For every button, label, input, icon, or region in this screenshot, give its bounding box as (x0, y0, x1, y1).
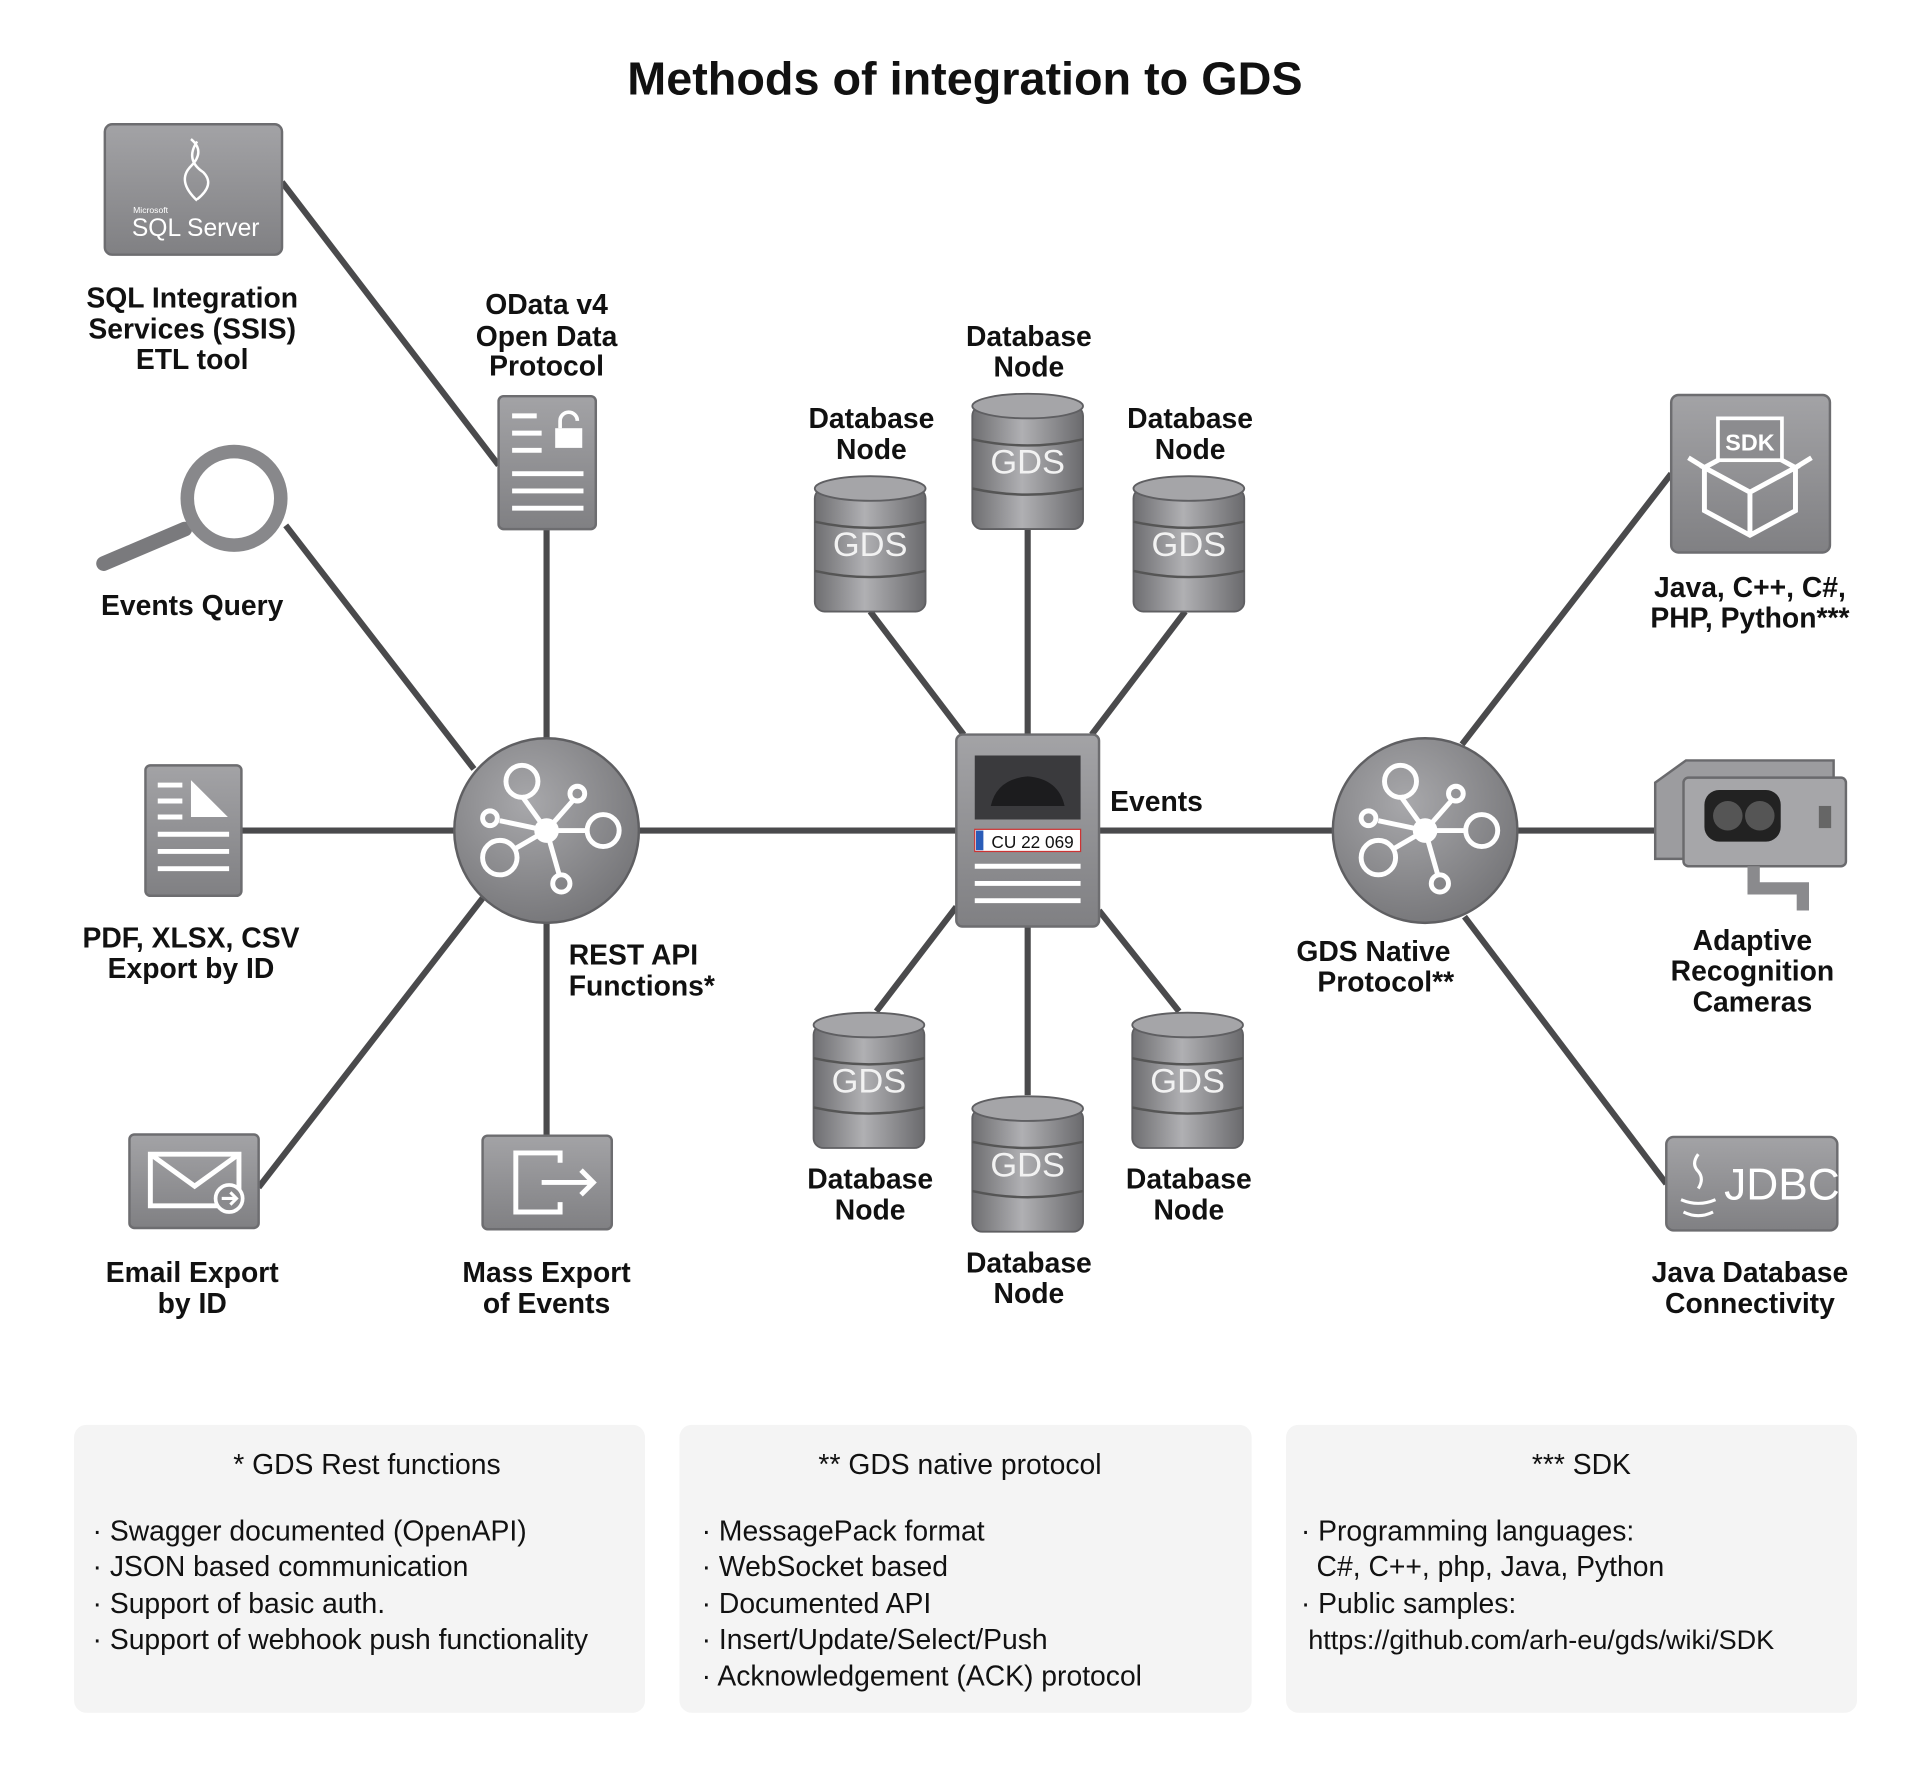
database-node-label: Node (835, 1193, 906, 1225)
database-node-label: Database (966, 320, 1092, 352)
events-query-node: Events Query (96, 444, 288, 621)
native-protocol-label: GDS Native (1296, 935, 1450, 967)
email-export-label: by ID (158, 1287, 227, 1319)
sql-logo-text: SQL Server (132, 215, 260, 242)
gds-badge: GDS (833, 526, 908, 564)
jdbc-node: JDBC Java Database Connectivity (1652, 1135, 1849, 1319)
events-query-label: Events Query (101, 589, 284, 621)
sdk-label: PHP, Python*** (1650, 602, 1849, 634)
rest-api-label: Functions* (569, 969, 715, 1001)
camera-label: Cameras (1693, 985, 1813, 1017)
sql-label: SQL Integration (86, 282, 298, 314)
info-box-line: · MessagePack format (702, 1515, 985, 1547)
camera-label: Adaptive (1693, 924, 1813, 956)
sdk-node: SDK Java, C++, C#, PHP, Python*** (1650, 393, 1850, 634)
info-box-line: · Public samples: (1301, 1587, 1516, 1619)
sdk-badge: SDK (1725, 429, 1774, 455)
info-box-rest: * GDS Rest functions · Swagger documente… (74, 1424, 646, 1713)
info-box-line: · Insert/Update/Select/Push (702, 1623, 1048, 1655)
database-node-label: Database (1127, 402, 1253, 434)
page-title: Methods of integration to GDS (627, 53, 1302, 105)
license-plate-text: CU 22 069 (991, 832, 1073, 852)
database-node-label: Node (994, 1277, 1065, 1309)
info-box-line: · Documented API (702, 1587, 932, 1619)
info-box-line: · WebSocket based (702, 1550, 948, 1582)
native-protocol-label: Protocol** (1317, 966, 1454, 998)
sql-label: Services (SSIS) (88, 312, 296, 344)
sql-server-icon (183, 138, 210, 202)
gds-badge: GDS (1150, 1063, 1225, 1101)
info-box-heading: ** GDS native protocol (818, 1448, 1101, 1480)
database-node-label: Node (994, 351, 1065, 383)
camera-icon (1653, 759, 1848, 911)
info-box-line: · Swagger documented (OpenAPI) (93, 1515, 527, 1547)
jdbc-label: Connectivity (1665, 1287, 1835, 1319)
database-node-label: Node (836, 433, 907, 465)
hub-icon (454, 738, 639, 923)
pdf-export-label: Export by ID (108, 952, 275, 984)
database-node-label: Database (1126, 1163, 1252, 1195)
sql-label: ETL tool (136, 343, 249, 375)
connector-lines (241, 180, 1674, 1190)
mass-export-node: Mass Export of Events (462, 1134, 631, 1319)
gds-badge: GDS (1152, 526, 1227, 564)
rest-api-hub: REST API Functions* (454, 738, 715, 1001)
info-box-heading: * GDS Rest functions (233, 1448, 500, 1480)
odata-node: OData v4 Open Data Protocol (476, 288, 618, 531)
magnifier-icon (96, 444, 288, 571)
info-box-heading: *** SDK (1532, 1448, 1631, 1480)
database-node-label: Database (808, 402, 934, 434)
info-box-line: C#, C++, php, Java, Python (1301, 1550, 1664, 1582)
mass-export-label: of Events (483, 1287, 610, 1319)
camera-node: Adaptive Recognition Cameras (1653, 759, 1848, 1017)
license-plate (974, 828, 1082, 853)
email-export-label: Email Export (106, 1256, 280, 1288)
sdk-samples-link[interactable]: https://github.com/arh-eu/gds/wiki/SDK (1308, 1625, 1774, 1655)
jdbc-logo (1665, 1135, 1839, 1232)
database-node-label: Node (1153, 1193, 1224, 1225)
mass-export-label: Mass Export (462, 1256, 631, 1288)
odata-label: Open Data (476, 320, 618, 352)
document-icon (144, 764, 243, 897)
gds-badge: GDS (990, 444, 1065, 482)
odata-label: OData v4 (485, 288, 608, 320)
native-protocol-hub: GDS Native Protocol** (1296, 738, 1518, 998)
events-label: Events (1110, 785, 1203, 817)
info-box-sdk: *** SDK · Programming languages: C#, C++… (1286, 1424, 1857, 1713)
info-box-line: · Acknowledgement (ACK) protocol (702, 1660, 1142, 1692)
pdf-export-node: PDF, XLSX, CSV Export by ID (82, 764, 300, 984)
info-box-line: · Programming languages: (1301, 1515, 1634, 1547)
info-box-line: · Support of webhook push functionality (93, 1623, 589, 1655)
info-box-line: · Support of basic auth. (93, 1587, 386, 1619)
sql-server-logo (103, 123, 284, 256)
java-cup-icon (1680, 1153, 1717, 1218)
gds-badge: GDS (990, 1146, 1065, 1184)
info-box-native: ** GDS native protocol · MessagePack for… (679, 1424, 1252, 1713)
email-export-node: Email Export by ID (106, 1133, 280, 1319)
database-node-label: Node (1155, 433, 1226, 465)
pdf-export-label: PDF, XLSX, CSV (82, 921, 299, 953)
database-node-label: Database (966, 1246, 1092, 1278)
jdbc-label: Java Database (1652, 1256, 1849, 1288)
odata-label: Protocol (489, 349, 604, 381)
gds-badge: GDS (832, 1063, 907, 1101)
sql-server-node: Microsoft SQL Server SQL Integration Ser… (86, 123, 298, 375)
sql-logo-small-text: Microsoft (133, 205, 169, 215)
database-node-label: Database (807, 1163, 933, 1195)
hub-icon (1333, 738, 1518, 923)
camera-label: Recognition (1671, 955, 1834, 987)
rest-api-label: REST API (569, 939, 698, 971)
events-node: CU 22 069 Events (955, 733, 1203, 928)
lock-icon (555, 428, 583, 448)
info-box-line: · JSON based communication (93, 1550, 469, 1582)
jdbc-logo-text: JDBC (1724, 1161, 1840, 1210)
sdk-label: Java, C++, C#, (1654, 571, 1846, 603)
